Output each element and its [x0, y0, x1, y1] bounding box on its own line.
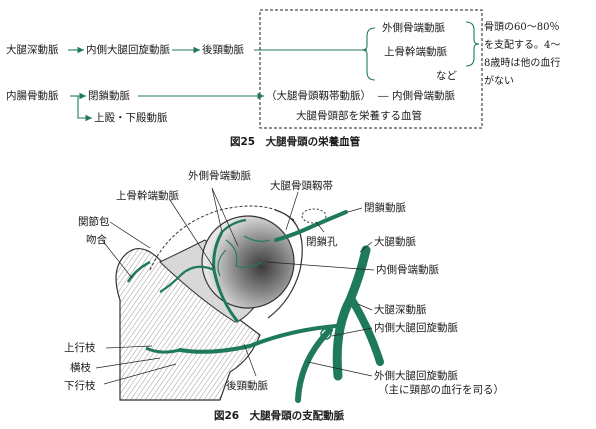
ascending-branch [145, 346, 181, 354]
fig26-obturator-foramen: 閉鎖孔 [306, 236, 338, 248]
fig25-caption: 図25 大腿骨頭の栄養血管 [230, 136, 361, 148]
fig25-posterior-cervical: 後頸動脈 [202, 44, 244, 56]
fig26-ascending-branch: 上行枝 [64, 342, 96, 354]
fig25-superior-metaphyseal: 上骨幹端動脈 [384, 46, 447, 58]
anastomosis-vessel [126, 260, 151, 283]
fig26-labrum: 吻合 [86, 234, 107, 246]
brace-left [361, 27, 376, 81]
fig25-lateral-epiphyseal: 外側骨端動脈 [382, 22, 445, 34]
fig25-medial-circumflex: 内側大腿回旋動脈 [86, 44, 170, 56]
fig26-lateral-circumflex: 外側大腿回旋動脈 [374, 370, 458, 382]
fig25-note-line4: がない [484, 76, 514, 87]
obturator-foramen-outline [301, 208, 327, 224]
fig26-femoral-artery: 大腿動脈 [374, 236, 416, 248]
fig25-obturator: 閉鎖動脈 [88, 90, 130, 102]
nutrient-box [259, 9, 483, 129]
intraosseous-network [217, 235, 271, 277]
acetabulum-outline [267, 209, 303, 319]
arrow-to-gluteal [77, 96, 92, 122]
medial-circumflex-artery [178, 324, 338, 354]
fig26-lig-teres: 大腿骨頭靱帯 [270, 180, 333, 192]
fig25-note-line2: を支配する。4～ [484, 40, 561, 51]
lateral-epiphyseal-branch [221, 218, 247, 233]
lateral-circumflex-artery [295, 327, 333, 403]
joint-capsule-outline [149, 205, 297, 271]
fig26-medial-circumflex: 内側大腿回旋動脈 [374, 322, 458, 334]
fig26-capsule: 関節包 [78, 216, 110, 228]
fig26-obturator-artery: 閉鎖動脈 [364, 202, 406, 214]
fig25-box-label: 大腿骨頭部を栄養する血管 [296, 110, 422, 122]
fig26-superior-metaphyseal: 上骨幹端動脈 [116, 190, 179, 202]
fig25-dash: ― [378, 90, 389, 102]
circumflex-origin-marker [320, 328, 332, 340]
fig26-transverse-branch: 横枝 [70, 362, 91, 374]
fig25-deep-femoral: 大腿深動脈 [6, 44, 59, 56]
fig26-caption: 図26 大腿骨頭の支配動脈 [214, 410, 345, 422]
obturator-artery [274, 210, 348, 242]
fig25-internal-iliac: 内腸骨動脈 [6, 90, 59, 102]
fig26-lateral-epiphyseal: 外側骨端動脈 [188, 170, 251, 182]
fig26-medial-epiphyseal: 内側骨端動脈 [376, 264, 439, 276]
fig25-gluteal: 上殿・下殿動脈 [94, 112, 168, 124]
deep-femoral-artery [348, 296, 384, 366]
fig25-medial-epiphyseal: 内側骨端動脈 [392, 90, 455, 102]
fig26-descending-branch: 下行枝 [64, 380, 96, 392]
fig26-lateral-circumflex-note: （主に頸部の血行を司る） [378, 384, 504, 396]
fig25-note-line3: 8歳時は他の血行 [484, 58, 561, 69]
fig25-note-line1: 骨頭の60～80％ [484, 22, 560, 33]
fig25-lig-teres-artery: （大腿骨頭靱帯動脈） [266, 90, 371, 102]
brace-right [465, 21, 480, 67]
leader-lines [95, 187, 375, 385]
superior-metaphyseal-branch [159, 265, 215, 293]
fig25-etc: など [436, 70, 457, 82]
fig26-posterior-cervical: 後頸動脈 [226, 380, 268, 392]
femoral-head [201, 215, 295, 309]
fig26-deep-femoral: 大腿深動脈 [374, 304, 427, 316]
